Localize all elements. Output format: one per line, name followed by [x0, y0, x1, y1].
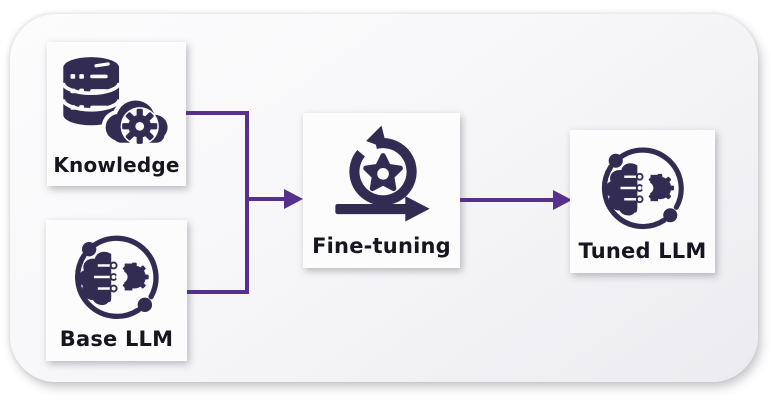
arrowhead-into-tunedllm	[553, 190, 572, 210]
node-label-fine-tuning: Fine-tuning	[312, 233, 451, 258]
iteration-loop-gear-icon	[326, 119, 438, 235]
brain-circuit-gear-icon	[594, 136, 692, 240]
edge-finetuning-to-tunedllm	[460, 198, 558, 202]
arrowhead-into-finetuning	[284, 189, 303, 209]
edge-knowledge-to-merge	[186, 111, 247, 115]
node-fine-tuning: Fine-tuning	[303, 113, 460, 268]
database-cloud-gear-icon	[59, 48, 175, 154]
node-knowledge: Knowledge	[47, 42, 186, 186]
edge-merge-vertical	[245, 111, 249, 294]
brain-circuit-gear-icon	[67, 226, 167, 328]
node-tuned-llm: Tuned LLM	[570, 130, 715, 273]
edge-merge-to-finetuning	[249, 197, 285, 201]
node-label-knowledge: Knowledge	[53, 153, 180, 177]
node-label-base-llm: Base LLM	[59, 326, 174, 351]
node-base-llm: Base LLM	[46, 220, 187, 361]
node-label-tuned-llm: Tuned LLM	[578, 238, 707, 263]
edge-basellm-to-merge	[187, 290, 247, 294]
